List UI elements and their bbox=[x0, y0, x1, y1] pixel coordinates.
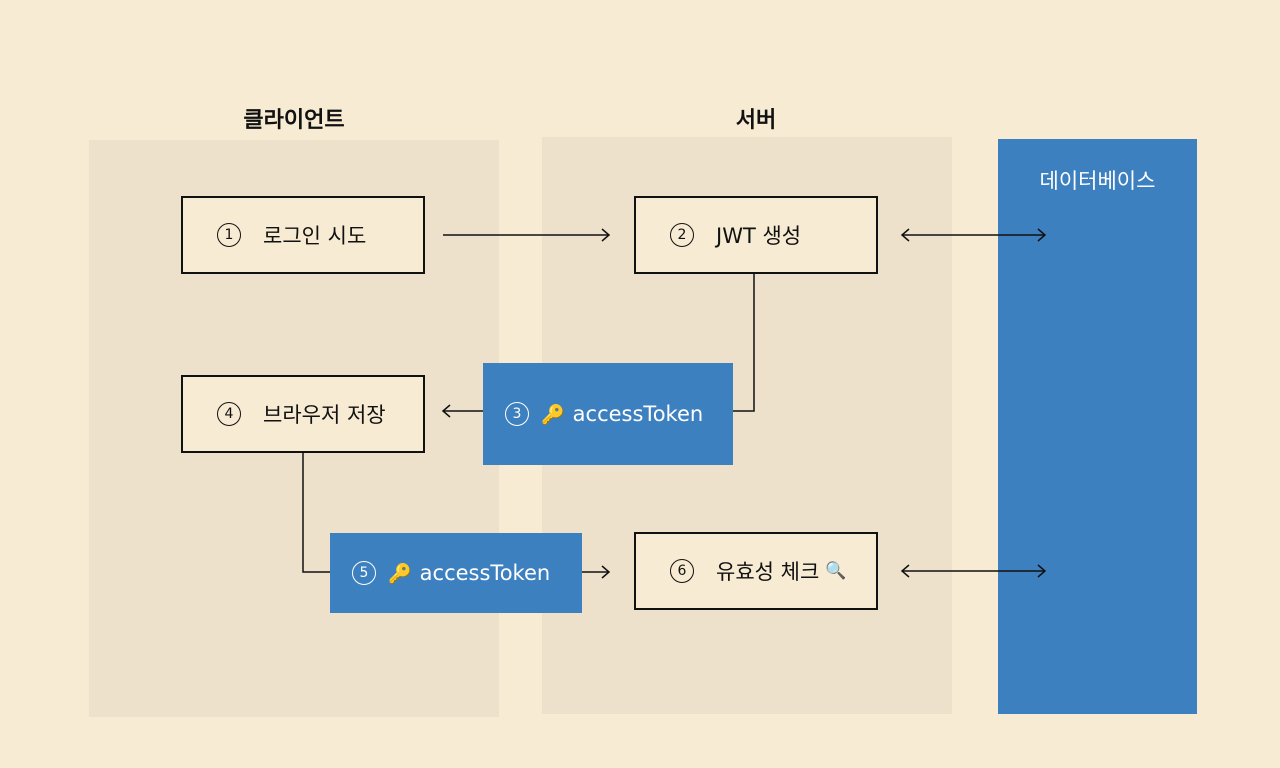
key-icon: 🔑 bbox=[388, 562, 412, 585]
step-number: 3 bbox=[505, 402, 529, 426]
step-label: JWT 생성 bbox=[716, 224, 802, 248]
arrowhead-jwt-db-left bbox=[900, 228, 910, 242]
step-label: 유효성 체크 bbox=[716, 560, 820, 584]
step-store-box: 4 브라우저 저장 bbox=[181, 375, 425, 453]
step-jwt-box: 2 JWT 생성 bbox=[634, 196, 878, 274]
step-label: 브라우저 저장 bbox=[263, 403, 386, 427]
database-title: 데이터베이스 bbox=[1039, 169, 1156, 193]
step-label: accessToken bbox=[419, 561, 551, 585]
arrowhead-token-to-store bbox=[441, 404, 451, 418]
step-number: 2 bbox=[670, 223, 694, 247]
step-login-box: 1 로그인 시도 bbox=[181, 196, 425, 274]
step-number: 1 bbox=[217, 223, 241, 247]
server-title: 서버 bbox=[735, 108, 777, 133]
client-title: 클라이언트 bbox=[243, 108, 345, 133]
key-icon: 🔑 bbox=[541, 403, 565, 426]
magnifier-icon: 🔍 bbox=[825, 561, 847, 581]
step-validate-box: 6 유효성 체크 🔍 bbox=[634, 532, 878, 610]
step-token-response: 3 🔑 accessToken bbox=[483, 363, 733, 465]
step-label: 로그인 시도 bbox=[263, 224, 367, 248]
step-number: 6 bbox=[670, 559, 694, 583]
arrowhead-jwt-db-right bbox=[1037, 228, 1047, 242]
step-token-request: 5 🔑 accessToken bbox=[330, 533, 582, 613]
arrowhead-validate-db-right bbox=[1037, 564, 1047, 578]
step-label: accessToken bbox=[572, 402, 704, 426]
line-store-to-token bbox=[302, 453, 330, 573]
arrowhead-login-to-jwt bbox=[601, 228, 611, 242]
step-number: 4 bbox=[217, 402, 241, 426]
arrowhead-validate-db-left bbox=[900, 564, 910, 578]
arrowhead-token-to-validate bbox=[601, 565, 611, 579]
line-jwt-to-token bbox=[733, 273, 755, 412]
step-number: 5 bbox=[352, 561, 376, 585]
